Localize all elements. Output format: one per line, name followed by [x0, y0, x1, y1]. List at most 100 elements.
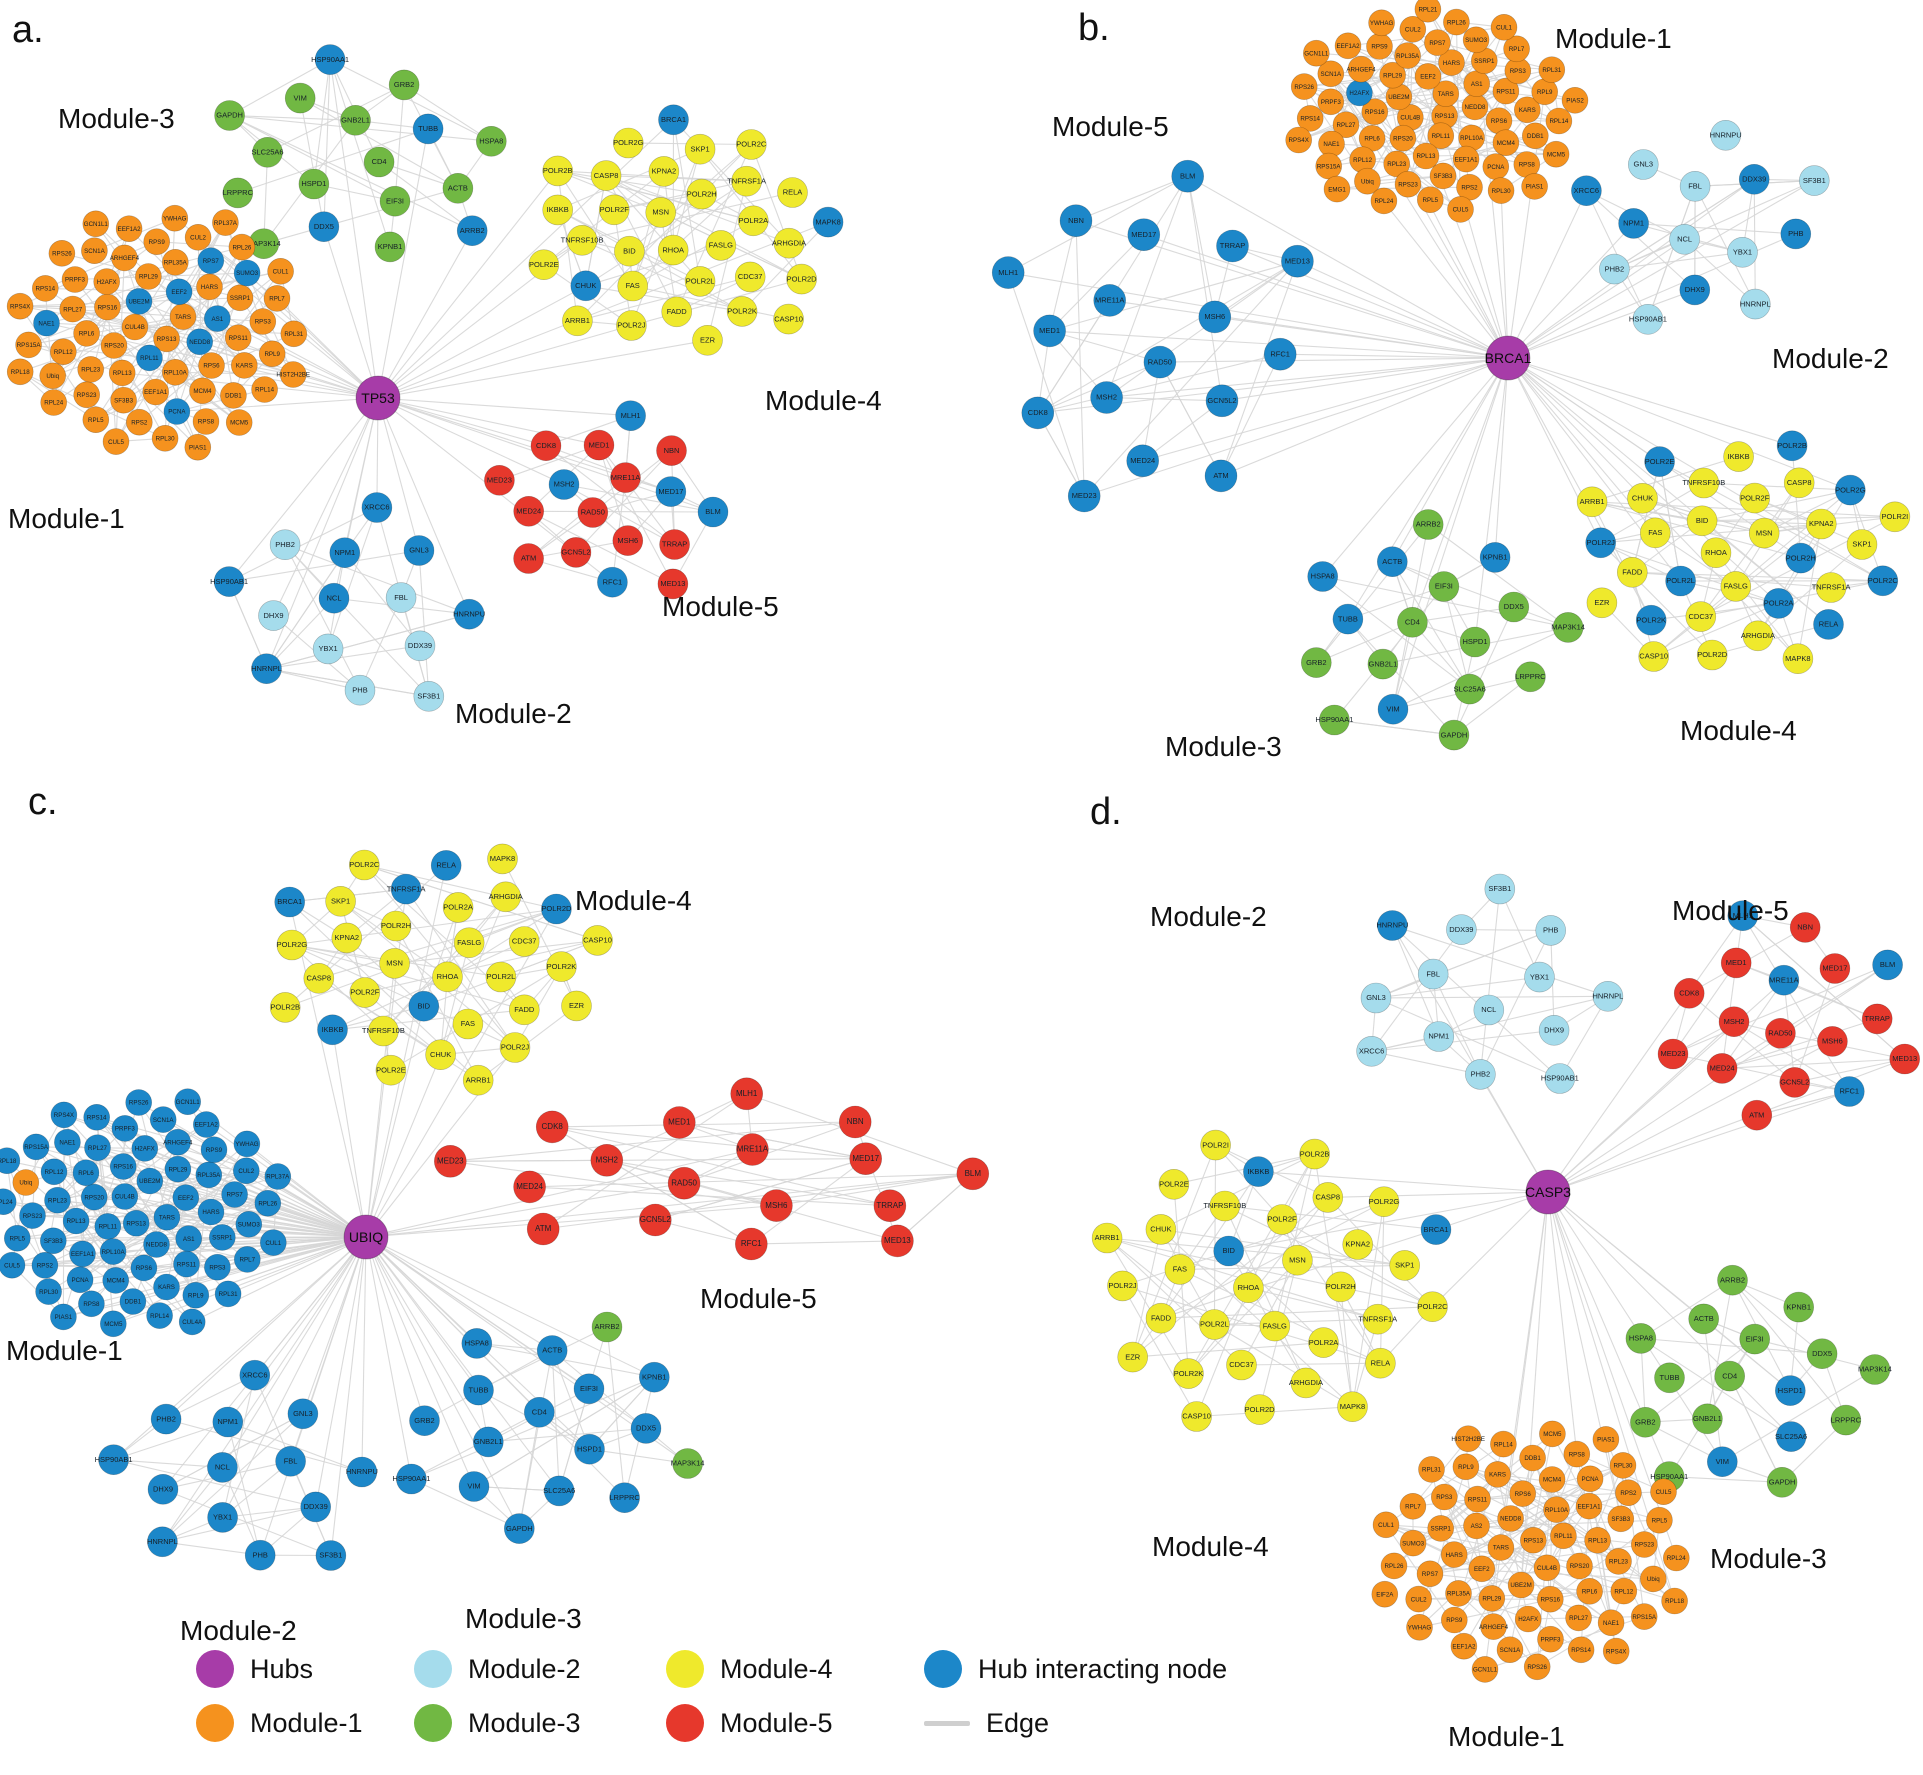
node-polr2k[interactable]: POLR2K: [1635, 604, 1667, 636]
node-hars[interactable]: HARS: [196, 273, 223, 301]
node-rpl35a[interactable]: RPL35A: [1445, 1580, 1472, 1607]
node-eef1a2[interactable]: EEF1A2: [1450, 1632, 1478, 1660]
node-rpl14[interactable]: RPL14: [251, 376, 278, 403]
node-med1[interactable]: MED1: [1033, 314, 1066, 348]
node-rps8[interactable]: RPS8: [78, 1290, 105, 1318]
node-phb2[interactable]: PHB2: [1599, 253, 1630, 285]
node-eef1a2[interactable]: EEF1A2: [193, 1111, 220, 1138]
node-rps26[interactable]: RPS26: [125, 1089, 152, 1116]
node-cul1[interactable]: CUL1: [1490, 13, 1518, 41]
node-mlh1[interactable]: MLH1: [1727, 900, 1759, 932]
node-npm1[interactable]: NPM1: [212, 1406, 244, 1438]
node-rpl35a[interactable]: RPL35A: [1394, 42, 1421, 69]
node-pias1[interactable]: PIAS1: [50, 1303, 77, 1331]
node-h2afx[interactable]: H2AFX: [93, 268, 120, 295]
node-arrb2[interactable]: ARRB2: [591, 1311, 623, 1343]
node-hist2h2be[interactable]: HIST2H2BE: [276, 361, 310, 388]
node-sf3b3[interactable]: SF3B3: [1429, 162, 1457, 190]
node-fas[interactable]: FAS: [1640, 517, 1671, 549]
hub-ubiq[interactable]: UBIQ: [343, 1214, 389, 1260]
node-med24[interactable]: MED24: [1706, 1053, 1738, 1084]
node-rpl30[interactable]: RPL30: [35, 1278, 62, 1305]
node-cd4[interactable]: CD4: [1397, 606, 1428, 638]
node-lrpprc[interactable]: LRPPRC: [1830, 1404, 1862, 1436]
node-gnb2l1[interactable]: GNB2L1: [340, 105, 371, 136]
node-med17[interactable]: MED17: [1127, 218, 1161, 251]
node-gcn1l1[interactable]: GCN1L1: [1471, 1656, 1499, 1683]
node-eef1a2[interactable]: EEF1A2: [1334, 32, 1362, 60]
node-atm[interactable]: ATM: [526, 1212, 560, 1246]
node-rps15a[interactable]: RPS15A: [15, 331, 42, 359]
node-mcm5[interactable]: MCM5: [225, 409, 253, 436]
node-mlh1[interactable]: MLH1: [730, 1077, 764, 1111]
node-npm1[interactable]: NPM1: [1423, 1021, 1455, 1052]
node-rpl5[interactable]: RPL5: [1646, 1506, 1673, 1534]
node-rps20[interactable]: RPS20: [80, 1183, 108, 1211]
node-rpl26[interactable]: RPL26: [1443, 8, 1470, 36]
node-gapdh[interactable]: GAPDH: [214, 100, 245, 131]
node-rhoa[interactable]: RHOA: [657, 234, 689, 266]
node-casp8[interactable]: CASP8: [590, 160, 622, 191]
node-msh2[interactable]: MSH2: [1718, 1006, 1750, 1038]
node-ywhag[interactable]: YWHAG: [1368, 9, 1395, 37]
node-rps16[interactable]: RPS16: [1537, 1585, 1564, 1613]
node-rpl12[interactable]: RPL12: [40, 1158, 68, 1186]
node-skp1[interactable]: SKP1: [684, 133, 716, 165]
node-ssrp1[interactable]: SSRP1: [209, 1224, 236, 1251]
node-rpl35a[interactable]: RPL35A: [162, 248, 189, 276]
node-fadd[interactable]: FADD: [1617, 556, 1648, 588]
node-rps11[interactable]: RPS11: [1492, 77, 1520, 105]
node-faslg[interactable]: FASLG: [453, 927, 485, 959]
node-rpl18[interactable]: RPL18: [6, 358, 34, 386]
node-eif3i[interactable]: EIF3I: [573, 1373, 605, 1405]
node-fas[interactable]: FAS: [452, 1008, 484, 1040]
node-rpl29[interactable]: RPL29: [1379, 61, 1406, 89]
node-polr2a[interactable]: POLR2A: [1763, 588, 1794, 619]
node-med24[interactable]: MED24: [513, 495, 545, 527]
node-grb2[interactable]: GRB2: [388, 69, 420, 101]
node-tubb[interactable]: TUBB: [412, 113, 444, 145]
node-slc25a6[interactable]: SLC25A6: [1454, 673, 1486, 705]
node-arrb2[interactable]: ARRB2: [1717, 1264, 1748, 1296]
node-xrcc6[interactable]: XRCC6: [361, 492, 393, 523]
node-polr2l[interactable]: POLR2L: [1199, 1309, 1230, 1340]
node-nedd8[interactable]: NEDD8: [186, 328, 213, 356]
node-fbl[interactable]: FBL: [275, 1446, 306, 1477]
node-hspa8[interactable]: HSPA8: [1625, 1323, 1657, 1354]
node-map3k14[interactable]: MAP3K14: [671, 1448, 705, 1479]
node-cdc37[interactable]: CDC37: [508, 926, 540, 957]
node-med1[interactable]: MED1: [1720, 947, 1752, 979]
node-arrb1[interactable]: ARRB1: [462, 1064, 494, 1096]
node-rps23[interactable]: RPS23: [1394, 170, 1422, 198]
node-eef2[interactable]: EEF2: [1468, 1555, 1496, 1583]
node-vim[interactable]: VIM: [1377, 693, 1409, 725]
node-actb[interactable]: ACTB: [442, 173, 474, 204]
node-rpl27[interactable]: RPL27: [84, 1134, 111, 1161]
node-fas[interactable]: FAS: [617, 270, 649, 302]
node-ube2m[interactable]: UBE2M: [136, 1167, 164, 1195]
node-vim[interactable]: VIM: [1707, 1446, 1738, 1477]
node-cul4b[interactable]: CUL4B: [121, 313, 149, 341]
node-cul1[interactable]: CUL1: [1372, 1511, 1400, 1539]
node-cul1[interactable]: CUL1: [259, 1229, 287, 1256]
node-rpl5[interactable]: RPL5: [3, 1224, 31, 1252]
node-ybx1[interactable]: YBX1: [312, 633, 344, 665]
node-rpl13[interactable]: RPL13: [1412, 142, 1440, 170]
node-gapdh[interactable]: GAPDH: [1766, 1467, 1798, 1498]
node-rps16[interactable]: RPS16: [1361, 98, 1389, 125]
node-nbn[interactable]: NBN: [1789, 912, 1821, 943]
node-mre11a[interactable]: MRE11A: [736, 1133, 769, 1166]
node-hsp90ab1[interactable]: HSP90AB1: [210, 566, 248, 597]
node-rps15a[interactable]: RPS15A: [1315, 152, 1342, 180]
node-rpl31[interactable]: RPL31: [1418, 1456, 1445, 1483]
node-eef1a1[interactable]: EEF1A1: [69, 1240, 96, 1268]
node-polr2a[interactable]: POLR2A: [737, 205, 769, 237]
node-as1[interactable]: AS1: [204, 305, 231, 332]
node-rpl29[interactable]: RPL29: [164, 1155, 192, 1183]
node-msh6[interactable]: MSH6: [1198, 300, 1232, 334]
node-ddx5[interactable]: DDX5: [1498, 591, 1530, 623]
node-blm[interactable]: BLM: [1872, 949, 1903, 981]
node-cul2[interactable]: CUL2: [184, 224, 212, 251]
node-fbl[interactable]: FBL: [1417, 958, 1449, 990]
node-med13[interactable]: MED13: [657, 568, 689, 600]
